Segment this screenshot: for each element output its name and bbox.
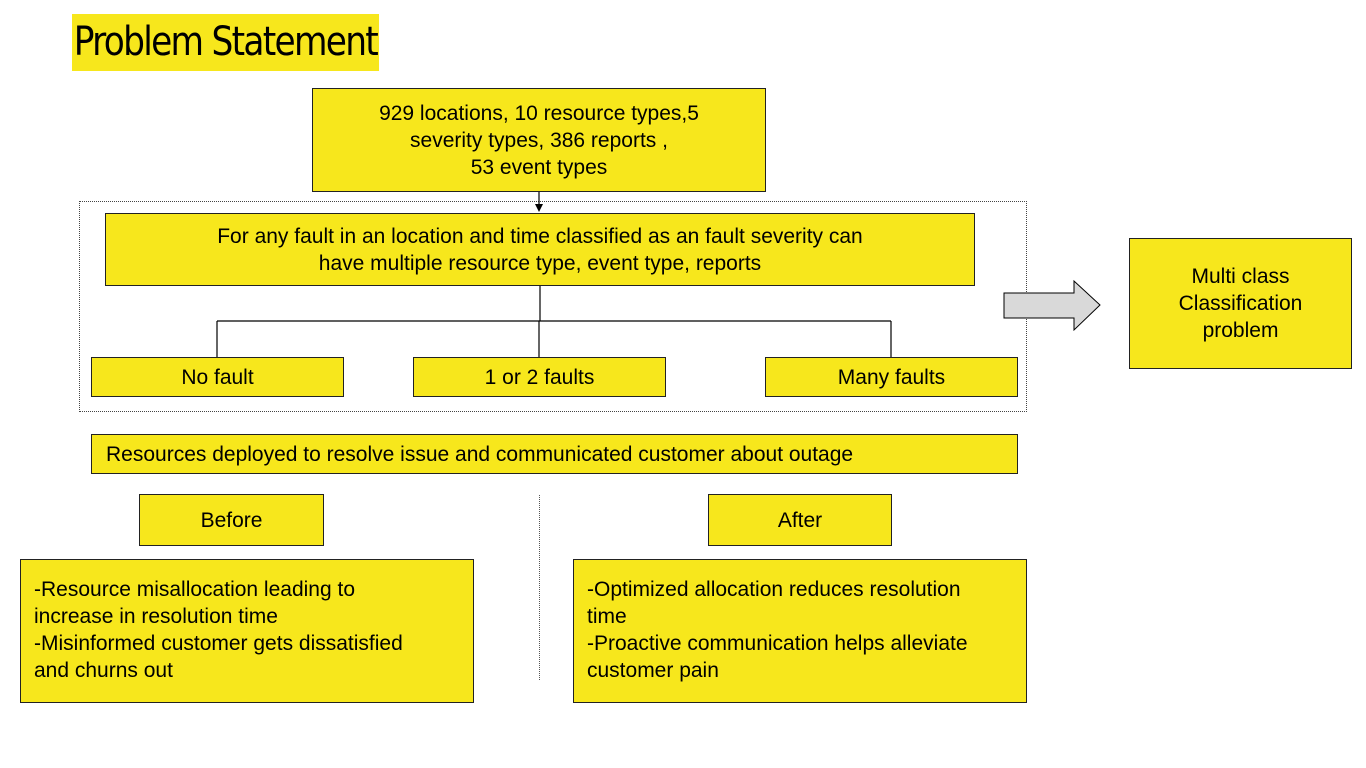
resources-deployed-box: Resources deployed to resolve issue and …: [91, 434, 1018, 474]
before-after-divider: [539, 495, 540, 680]
after-description-box: -Optimized allocation reduces resolution…: [573, 559, 1027, 703]
after-label-box: After: [708, 494, 892, 546]
no-fault-box: No fault: [91, 357, 344, 397]
fault-definition-box: For any fault in an location and time cl…: [105, 213, 975, 286]
before-label-box: Before: [139, 494, 324, 546]
page-title: Problem Statement: [72, 14, 379, 71]
many-faults-box: Many faults: [765, 357, 1018, 397]
data-summary-box: 929 locations, 10 resource types,5 sever…: [312, 88, 766, 192]
multiclass-classification-box: Multi class Classification problem: [1129, 238, 1352, 369]
before-description-box: -Resource misallocation leading to incre…: [20, 559, 474, 703]
one-or-two-faults-box: 1 or 2 faults: [413, 357, 666, 397]
